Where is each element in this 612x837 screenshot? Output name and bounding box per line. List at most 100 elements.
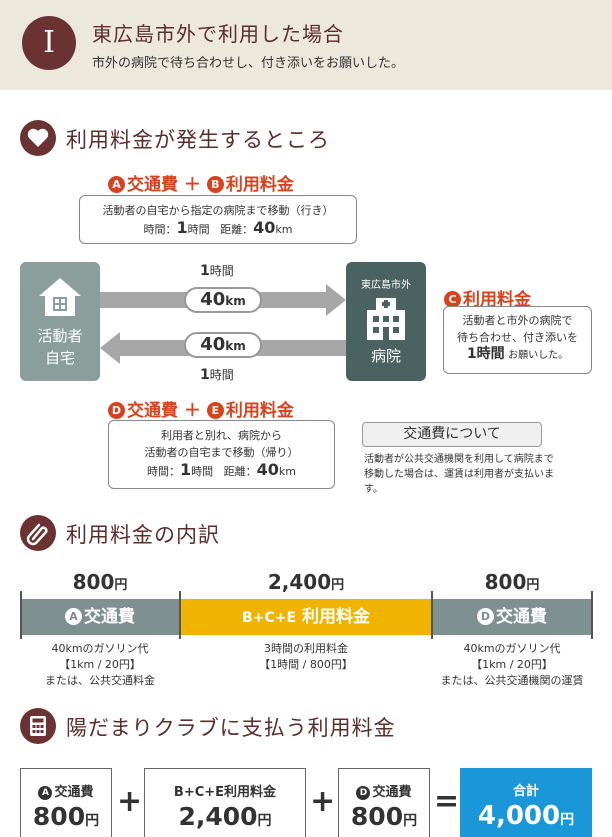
time-unit: 時間 — [191, 465, 214, 478]
hospital-node: 東広島市外 病院 — [346, 262, 426, 381]
arrow-right-head-icon — [326, 284, 346, 316]
bar-segment-bce: B+C+E 利用料金 — [180, 599, 432, 635]
mark-d: D — [477, 608, 494, 625]
distance-unit: km — [278, 465, 296, 478]
section-title: 利用料金の内訳 — [66, 523, 220, 547]
unit: 円 — [403, 813, 418, 829]
arrow-left-head-icon — [100, 332, 120, 364]
value: 4,000 — [477, 801, 561, 831]
time-label: 時間： — [143, 223, 177, 236]
bar-divider — [591, 591, 593, 639]
km-value: 40 — [200, 334, 226, 355]
mark-d: D — [356, 786, 371, 800]
distance-label: 距離： — [220, 223, 254, 236]
hour-unit: 時間 — [209, 264, 234, 278]
box-time-distance: 時間：1時間 距離：40km — [80, 219, 356, 238]
box-line: 1時間 お願いした。 — [444, 346, 591, 364]
value: 800 — [32, 802, 86, 831]
heart-icon — [20, 120, 56, 156]
segment-desc-d: 40kmのガソリン代 【1km / 20円】 または、公共交通機関の運賃 — [420, 641, 604, 689]
transport-note-body: 活動者が公共交通機関を利用して病院まで移動した場合は、運賃は利用者が支払います。 — [364, 454, 554, 495]
desc-line: または、公共交通機関の運賃 — [440, 674, 584, 687]
home-node: 活動者 自宅 — [20, 262, 100, 381]
section-number-badge: I — [22, 16, 76, 70]
segment-label: 交通費 — [496, 607, 547, 627]
sum-box-value: 800円 — [21, 802, 111, 831]
total-box: 合計 4,000円 — [460, 768, 592, 837]
waiting-box: 活動者と市外の病院で 待ち合わせ、付き添いを 1時間 お願いした。 — [443, 306, 592, 374]
mark-a: A — [65, 608, 82, 625]
price-segment-bce: 2,400円 — [180, 570, 432, 594]
mark-c: C — [444, 291, 461, 308]
distance-label: 距離： — [223, 465, 257, 478]
hospital-label: 病院 — [370, 347, 401, 365]
box-line: 活動者と市外の病院で — [462, 314, 573, 327]
page-subtitle: 市外の病院で待ち合わせし、付き添いをお願いした。 — [92, 56, 405, 71]
price-value: 800 — [484, 570, 527, 594]
distance-pill-top: 40km — [184, 287, 262, 313]
transport-note-title: 交通費について — [362, 422, 542, 447]
return-trip-box: 利用者と別れ、病院から 活動者の自宅まで移動（帰り） 時間：1時間 距離：40k… — [108, 420, 335, 489]
section-title: 利用料金が発生するところ — [66, 128, 330, 152]
hour-value: 1 — [200, 263, 210, 279]
mark-a: A — [38, 786, 53, 800]
desc-line: 40kmのガソリン代 — [463, 642, 561, 655]
segment-mark: B+C+E — [242, 610, 297, 626]
price-value: 800 — [72, 570, 115, 594]
section-title: 陽だまりクラブに支払う利用料金 — [66, 716, 396, 740]
distance-unit: km — [275, 223, 293, 236]
plus-operator: + — [117, 784, 143, 819]
distance-value: 40 — [253, 218, 276, 237]
hour-unit: 時間 — [209, 368, 234, 382]
value: 2,400 — [178, 802, 258, 831]
header-banner: I 東広島市外で利用した場合 市外の病院で待ち合わせし、付き添いをお願いした。 — [0, 0, 612, 90]
bar-divider — [431, 591, 433, 639]
distance-pill-bottom: 40km — [184, 332, 262, 358]
km-unit: km — [225, 339, 246, 353]
mark-b: B — [206, 176, 224, 193]
desc-line: 3時間の利用料金 — [264, 642, 348, 655]
equals-operator: = — [434, 784, 460, 819]
segment-desc-bce: 3時間の利用料金 【1時間 / 800円】 — [180, 641, 432, 673]
time-value: 1 — [180, 460, 192, 479]
label-text: 利用料金 — [225, 401, 294, 421]
km-unit: km — [225, 294, 246, 308]
box-line: 待ち合わせ、付き添いを — [457, 331, 578, 344]
price-unit: 円 — [114, 578, 128, 593]
duration-text: お願いした。 — [508, 350, 569, 361]
home-label-1: 活動者 — [37, 327, 83, 345]
box-line: 利用者と別れ、病院から — [160, 429, 283, 442]
box-line: 活動者の自宅まで移動（帰り） — [144, 446, 299, 459]
time-value: 1 — [176, 218, 188, 237]
label-text: 交通費 — [127, 401, 178, 421]
label-text: 利用料金 — [224, 785, 277, 800]
bar-divider — [20, 591, 22, 639]
label-text: 交通費 — [372, 785, 412, 800]
hour-value: 1 — [200, 367, 210, 383]
km-value: 40 — [200, 289, 226, 310]
plus-operator: + — [310, 784, 336, 819]
box-time-distance: 時間：1時間 距離：40km — [109, 461, 334, 480]
price-unit: 円 — [331, 578, 345, 593]
label-text: 利用料金 — [225, 175, 294, 195]
time-label: 時間： — [147, 465, 180, 478]
desc-line: 【1km / 20円】 — [471, 658, 553, 671]
price-value: 2,400 — [267, 570, 332, 594]
outbound-trip-box: 活動者の自宅から指定の病院まで移動（行き） 時間：1時間 距離：40km — [79, 195, 357, 244]
sum-box-value: 2,400円 — [145, 802, 305, 831]
desc-line: 【1km / 20円】 — [59, 658, 141, 671]
house-icon — [39, 278, 81, 316]
segment-desc-a: 40kmのガソリン代 【1km / 20円】 または、公共交通料金 — [20, 641, 180, 689]
total-value: 4,000円 — [460, 801, 592, 831]
desc-line: 40kmのガソリン代 — [51, 642, 149, 655]
hospital-icon — [367, 298, 405, 340]
label-text: 利用料金 — [463, 290, 531, 310]
time-unit: 時間 — [187, 223, 210, 236]
box-line: 活動者の自宅から指定の病院まで移動（行き） — [102, 204, 334, 217]
sum-box-bce: B+C+E利用料金 2,400円 — [144, 768, 306, 837]
